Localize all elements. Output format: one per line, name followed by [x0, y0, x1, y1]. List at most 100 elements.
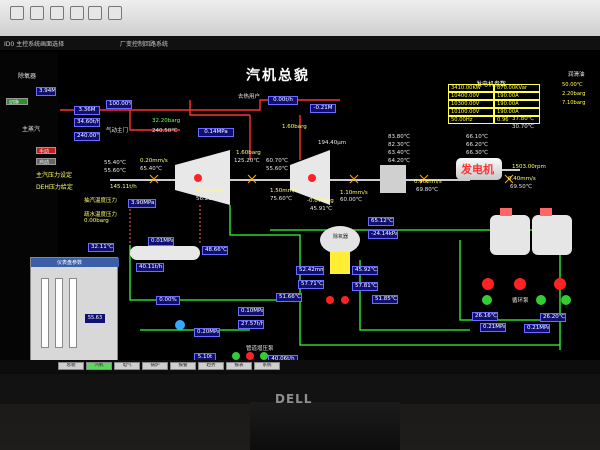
gen-small-1: 69.80℃: [416, 187, 438, 193]
lower-v1: 100.00%: [106, 100, 132, 109]
sidebar-item-3: DEH压力给定: [36, 184, 73, 191]
monitor-stand: [250, 402, 400, 450]
gen-param-2-0: 10300.00V: [448, 100, 494, 108]
lower-v11: 57.71℃: [298, 280, 324, 289]
save-icon[interactable]: [50, 6, 64, 20]
bearing-label-0: 83.80℃: [388, 134, 410, 140]
main-pressure-value: 3.36M: [74, 106, 100, 115]
settings-icon[interactable]: [108, 6, 122, 20]
lower-v18: 27.57t/h: [238, 320, 264, 329]
lower-v7: 65.12℃: [368, 217, 394, 226]
turbine-label-1: 55.60℃: [266, 166, 288, 172]
bearing-label-3: 64.20℃: [388, 158, 410, 164]
gen-param-2-1: 190.00A: [494, 100, 540, 108]
bearing-label-2: 63.40℃: [388, 150, 410, 156]
monitor-brand-logo: DELL: [275, 392, 313, 406]
stage-p2: 1.60barg: [282, 124, 307, 130]
pump-label: 循环泵: [512, 298, 529, 304]
stage-t1: 125.20℃: [234, 158, 260, 164]
nav-btn-0[interactable]: 总貌: [58, 362, 84, 370]
lower-v4: 0.01MPa: [148, 237, 174, 246]
sidebar-btn-1[interactable]: 手动: [36, 147, 56, 154]
bearing-label-1: 82.30℃: [388, 142, 410, 148]
lower-v17: 0.20MPa: [194, 328, 220, 337]
gen-param-4-0: 50.00Hz: [448, 116, 494, 124]
menu-center[interactable]: 厂变控制回路系统: [120, 41, 169, 48]
lube-title: 润滑油: [568, 72, 585, 78]
copy-icon[interactable]: [88, 6, 102, 20]
gen-param-3-1: 190.00A: [494, 108, 540, 116]
nav-btn-2[interactable]: 电气: [114, 362, 140, 370]
gen-param-4-1: 0.96: [494, 116, 540, 124]
left-label-1: 55.60℃: [104, 168, 126, 174]
generator-box[interactable]: 发电机: [456, 158, 502, 180]
left-label-0: 55.40℃: [104, 160, 126, 166]
gen-param-0-1: 870.00KVar: [494, 84, 540, 92]
sidebar-btn-0[interactable]: 切换: [6, 98, 28, 105]
nav-btn-7[interactable]: 系统: [254, 362, 280, 370]
popup-title: 仪表盘参数: [57, 260, 83, 266]
monitor-bezel-bottom: [0, 374, 600, 404]
header-pressure-label: 32.20barg: [152, 118, 181, 124]
cond-temp: 60.00℃: [340, 197, 362, 203]
scada-screen: ID0 主控系统画面选择 厂变控制回路系统: [0, 0, 600, 372]
lower-v5: 40.11t/h: [136, 263, 164, 272]
nav-btn-3[interactable]: 锅炉: [142, 362, 168, 370]
gen-label-0: 66.10℃: [466, 134, 488, 140]
vacuum-label: 194.40μm: [318, 140, 347, 146]
lube-value-2: 7.10barg: [562, 100, 586, 106]
menu-left[interactable]: ID0 主控系统画面选择: [4, 41, 65, 48]
nav-btn-5[interactable]: 趋势: [198, 362, 224, 370]
menu-bar: ID0 主控系统画面选择 厂变控制回路系统: [0, 36, 600, 50]
main-flow-value: 240.00℃: [74, 132, 100, 141]
popup-gauge-1: [41, 278, 49, 348]
nav-btn-1[interactable]: 汽机: [86, 362, 112, 370]
gen-param-1-0: 10400.00V: [448, 92, 494, 100]
cond-pressure: 1.10mm/s: [340, 190, 368, 196]
steam-top-value: 3.94M: [36, 87, 56, 96]
nav-btn-6[interactable]: 报表: [226, 362, 252, 370]
gen-small-2: 0.40mm/s: [508, 176, 536, 182]
mid-label-3: 56.20℃: [196, 196, 218, 202]
mid-label-1: 65.40℃: [140, 166, 162, 172]
popup-gauge-3: [69, 278, 77, 348]
main-temp-value: 34.60t/h: [74, 118, 100, 127]
temp-right-0: 37.80℃: [512, 116, 534, 122]
extract-flow-value: 0.00t/h: [268, 96, 298, 105]
lower-v10: 45.92℃: [352, 266, 378, 275]
sidebar-header: 除氧器: [18, 73, 37, 80]
turbine-label-3: 75.60℃: [270, 196, 292, 202]
valve-label: 管道增压泵: [246, 346, 274, 352]
generator-params-panel: 发电机参数 3410.00KW 870.00KVar 10400.00V 190…: [448, 79, 540, 129]
page-title: 汽机总貌: [246, 68, 310, 84]
gen-label-1: 66.20℃: [466, 142, 488, 148]
nav-btn-4[interactable]: 报警: [170, 362, 196, 370]
header-temp-label: 240.50℃: [152, 128, 178, 134]
print-icon[interactable]: [70, 6, 84, 20]
lube-value-1: 2.20barg: [562, 91, 586, 97]
left-note-2: 0.00barg: [84, 218, 109, 224]
lower-v21: 26.16℃: [472, 312, 498, 321]
left-note-0: 抽汽温度压力: [84, 198, 118, 204]
lower-v12: 57.81℃: [352, 282, 378, 291]
lower-v14: 51.85℃: [372, 295, 398, 304]
lower-v22: 26.20℃: [540, 313, 566, 322]
stage-p1: 1.60barg: [236, 150, 261, 156]
hp-inlet-pressure: 0.14MPa: [198, 128, 234, 137]
open-icon[interactable]: [30, 6, 44, 20]
new-icon[interactable]: [10, 6, 24, 20]
gen-label-2: 66.30℃: [466, 150, 488, 156]
lower-v9: 52.42mm: [296, 266, 324, 275]
lower-v3: 3.90MPa: [128, 199, 156, 208]
deaerator-label: 除氧器: [333, 234, 349, 240]
lower-v15: 0.00%: [156, 296, 180, 305]
sidebar-btn-2[interactable]: 自动: [36, 158, 56, 165]
popup-titlebar[interactable]: [31, 258, 119, 267]
window-toolbar: [0, 0, 600, 36]
main-valve-label: 气动主门: [106, 128, 129, 134]
lower-v16: 0.10MPa: [238, 307, 264, 316]
instrument-popup[interactable]: 仪表盘参数 55.63: [30, 257, 119, 362]
left-note-1: 疏水温度压力: [84, 212, 118, 218]
process-diagram: [60, 99, 572, 360]
lower-v8: -24.14kPa: [368, 230, 398, 239]
